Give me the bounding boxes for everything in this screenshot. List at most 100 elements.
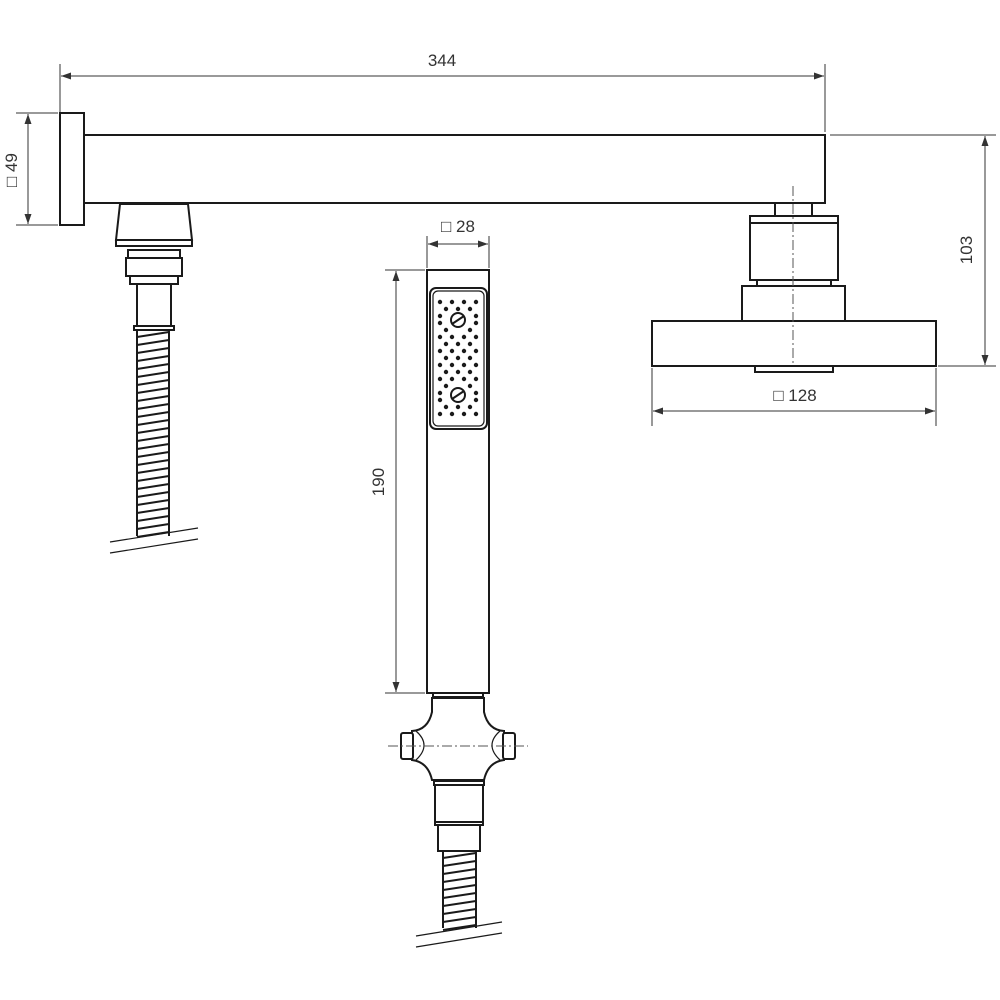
wall-plate	[59, 112, 85, 226]
hose-coil	[136, 427, 170, 434]
shower-arm	[83, 134, 826, 204]
spray-nozzle	[473, 390, 479, 396]
hose-coil	[136, 371, 170, 378]
hose-coil	[136, 475, 170, 482]
hose-coil	[136, 395, 170, 402]
spray-nozzle	[461, 334, 467, 340]
handshower	[426, 269, 490, 694]
spray-nozzle	[461, 411, 467, 417]
hose-coil	[442, 868, 477, 875]
spray-nozzle	[437, 299, 443, 305]
spray-nozzles	[437, 299, 479, 417]
spray-nozzle	[473, 397, 479, 403]
hose-coil	[136, 467, 170, 474]
spray-nozzle	[467, 355, 473, 361]
spray-nozzle	[437, 313, 443, 319]
spray-nozzle	[473, 348, 479, 354]
hose-coil	[136, 443, 170, 450]
hose-coil	[136, 531, 170, 538]
spray-nozzle	[449, 334, 455, 340]
spray-nozzle	[461, 362, 467, 368]
spray-nozzle	[467, 306, 473, 312]
hose-coil	[442, 852, 477, 859]
spray-nozzle	[437, 334, 443, 340]
spray-nozzle	[467, 383, 473, 389]
spray-nozzle	[443, 404, 449, 410]
handshower-width-label: □ 28	[441, 217, 475, 236]
head-width-label: □ 128	[773, 386, 816, 405]
spray-nozzle	[437, 397, 443, 403]
spray-nozzle	[437, 411, 443, 417]
spray-nozzle	[467, 369, 473, 375]
hose-coil	[136, 355, 170, 362]
hose-coil	[136, 403, 170, 410]
handshower-length-label: 190	[369, 468, 388, 496]
spray-nozzle	[473, 362, 479, 368]
hose-coil	[136, 363, 170, 370]
spray-nozzle	[461, 348, 467, 354]
hose-coil	[442, 924, 477, 931]
hose-coil	[136, 387, 170, 394]
hose-coil	[136, 507, 170, 514]
spray-nozzle	[437, 376, 443, 382]
floor-line-handshower	[415, 921, 503, 948]
spray-nozzle	[461, 376, 467, 382]
hose-coil	[442, 892, 477, 899]
hose-coil	[136, 379, 170, 386]
floor-line-left	[109, 527, 199, 554]
spray-nozzle	[467, 327, 473, 333]
spray-nozzle	[473, 299, 479, 305]
spray-nozzle	[449, 376, 455, 382]
spray-nozzle	[473, 320, 479, 326]
spray-nozzle	[437, 390, 443, 396]
spray-screw-top	[450, 312, 466, 328]
arm-length-label: 344	[428, 51, 456, 70]
hose-coil	[136, 435, 170, 442]
wall-plate-label: □ 49	[2, 153, 21, 187]
spray-nozzle	[443, 369, 449, 375]
head-height-label: 103	[957, 236, 976, 264]
spray-nozzle	[455, 355, 461, 361]
dimension-wall-plate: □ 49	[2, 112, 58, 226]
spray-nozzle	[455, 306, 461, 312]
spray-nozzle	[467, 404, 473, 410]
spray-nozzle	[443, 383, 449, 389]
dimension-handshower-width: □ 28	[426, 217, 490, 268]
hose-handshower	[442, 851, 477, 931]
spray-nozzle	[437, 348, 443, 354]
dimension-head-height: 103	[830, 134, 996, 367]
spray-nozzle	[467, 341, 473, 347]
dimension-handshower-length: 190	[369, 269, 425, 694]
hose-coil	[136, 515, 170, 522]
spray-nozzle	[449, 362, 455, 368]
spray-nozzle	[473, 313, 479, 319]
spray-nozzle	[449, 348, 455, 354]
hose-coil	[136, 339, 170, 346]
spray-nozzle	[473, 334, 479, 340]
hose-coil	[442, 884, 477, 891]
hose-coil	[136, 411, 170, 418]
dimension-arm-length: 344	[59, 51, 826, 132]
hose-left	[136, 330, 170, 538]
spray-nozzle	[437, 320, 443, 326]
hose-coil	[136, 459, 170, 466]
handshower-holder	[388, 692, 528, 852]
hose-coil	[136, 419, 170, 426]
spray-nozzle	[443, 355, 449, 361]
hose-coil	[136, 451, 170, 458]
spray-nozzle	[461, 299, 467, 305]
spray-nozzle	[449, 299, 455, 305]
spray-nozzle	[449, 411, 455, 417]
hose-coil	[136, 331, 170, 338]
spray-nozzle	[443, 341, 449, 347]
spray-nozzle	[473, 376, 479, 382]
spray-nozzle	[455, 404, 461, 410]
hose-coil	[442, 860, 477, 867]
hose-coil	[136, 491, 170, 498]
spray-nozzle	[437, 362, 443, 368]
spray-nozzle	[443, 327, 449, 333]
hose-coil	[442, 908, 477, 915]
wall-outlet	[114, 203, 194, 331]
hose-coil	[136, 523, 170, 530]
